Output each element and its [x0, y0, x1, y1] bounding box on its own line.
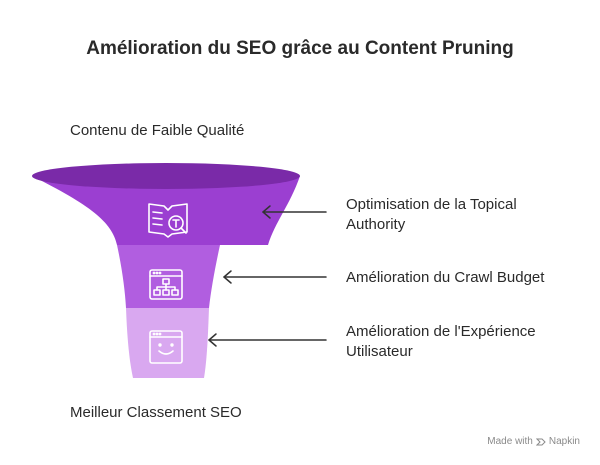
napkin-logo-icon	[535, 438, 546, 445]
stage-3-label-line2: Utilisateur	[346, 343, 413, 360]
stage-3-label-line1: Amélioration de l'Expérience	[346, 323, 536, 340]
stage-2-label-line1: Amélioration du Crawl Budget	[346, 269, 545, 286]
stage-1-label-line2: Authority	[346, 216, 406, 233]
stage-1-label-line1: Optimisation de la Topical	[346, 196, 517, 213]
napkin-brand-text: Napkin	[548, 436, 580, 447]
book-search-icon	[148, 203, 188, 238]
smiley-window-icon	[149, 330, 183, 364]
funnel-stage-1	[32, 176, 300, 245]
made-with-napkin-badge[interactable]: Made with Napkin	[487, 436, 580, 447]
funnel-output-label: Meilleur Classement SEO	[70, 404, 242, 421]
stage-3-label: Amélioration de l'Expérience Utilisateur	[346, 322, 586, 362]
arrow-stage-1	[262, 205, 327, 219]
sitemap-window-icon	[149, 269, 183, 300]
funnel-rim	[32, 163, 300, 189]
page-title: Amélioration du SEO grâce au Content Pru…	[86, 38, 514, 59]
arrow-stage-3	[208, 333, 327, 347]
stage-1-label: Optimisation de la Topical Authority	[346, 195, 576, 235]
stage-2-label: Amélioration du Crawl Budget	[346, 268, 586, 288]
funnel-input-label: Contenu de Faible Qualité	[70, 122, 245, 139]
arrow-stage-2	[223, 270, 327, 284]
funnel-stage-3	[126, 308, 209, 378]
made-with-text: Made with	[487, 436, 533, 447]
